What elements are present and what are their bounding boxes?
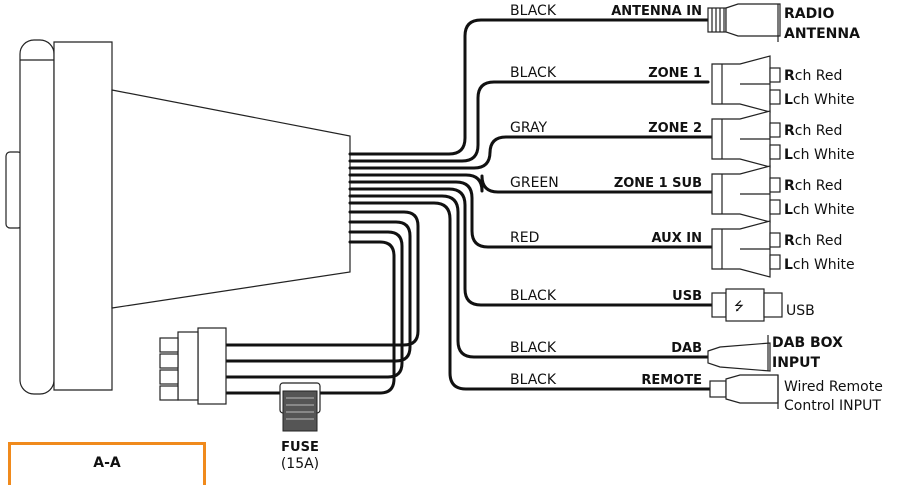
- wire-5: [348, 187, 714, 307]
- wire-0: [348, 18, 710, 156]
- wire-3: [348, 173, 714, 194]
- wire-color-label: BLACK: [510, 288, 557, 304]
- destination-label: ANTENNA: [784, 26, 860, 42]
- connector-label: ANTENNA IN: [611, 4, 702, 19]
- wire-7: [348, 201, 712, 391]
- connector-label: DAB: [671, 341, 702, 356]
- destination-label: Wired Remote: [784, 379, 883, 395]
- section-box-title: A-A: [93, 455, 121, 471]
- channel-label-l: Lch White: [784, 92, 855, 108]
- channel-label-l: Lch White: [784, 257, 855, 273]
- wire-color-label: RED: [510, 230, 539, 246]
- channel-label-r: Rch Red: [784, 68, 842, 84]
- wire-4: [348, 180, 714, 249]
- connector-label: REMOTE: [641, 373, 702, 388]
- wire-color-label: BLACK: [510, 340, 557, 356]
- connector-label: ZONE 2: [648, 121, 702, 136]
- wire-color-label: GRAY: [510, 120, 547, 136]
- power-wire-3: [224, 240, 396, 395]
- fuse-holder: FUSE (15A): [279, 382, 321, 472]
- remote-plug: [709, 380, 727, 398]
- wire-color-label: BLACK: [510, 3, 557, 19]
- connector-label: AUX IN: [652, 231, 702, 246]
- section-box: A-A: [8, 442, 206, 485]
- connector-group: BLACK ANTENNA IN RADIO ANTENNA BLACK ZONE 1 Rc…: [510, 3, 883, 414]
- head-unit: [5, 39, 351, 395]
- dab-plug: [707, 342, 771, 372]
- wire-color-label: BLACK: [510, 372, 557, 388]
- channel-label-r: Rch Red: [784, 123, 842, 139]
- fuse-rating: (15A): [281, 456, 319, 472]
- connector-label: ZONE 1: [648, 66, 702, 81]
- destination-label: USB: [786, 303, 815, 319]
- connector-label: USB: [672, 289, 702, 304]
- wire-color-label: GREEN: [510, 175, 559, 191]
- wire-bundle: [224, 18, 714, 395]
- destination-label: INPUT: [772, 355, 821, 371]
- destination-label: DAB BOX: [772, 335, 843, 351]
- destination-label: Control INPUT: [784, 398, 881, 414]
- channel-label-r: Rch Red: [784, 178, 842, 194]
- usb-icon: ⭍: [734, 299, 744, 313]
- usb-plug: [725, 288, 765, 322]
- wire-1: [348, 80, 710, 163]
- antenna-plug: [707, 7, 727, 33]
- channel-label-r: Rch Red: [784, 233, 842, 249]
- fuse-label: FUSE: [281, 440, 319, 455]
- connector-label: ZONE 1 SUB: [614, 176, 702, 191]
- destination-label: RADIO: [784, 6, 834, 22]
- wire-color-label: BLACK: [510, 65, 557, 81]
- power-connector: [159, 327, 227, 405]
- wire-2: [348, 135, 714, 170]
- channel-label-l: Lch White: [784, 202, 855, 218]
- wire-6: [348, 194, 710, 359]
- channel-label-l: Lch White: [784, 147, 855, 163]
